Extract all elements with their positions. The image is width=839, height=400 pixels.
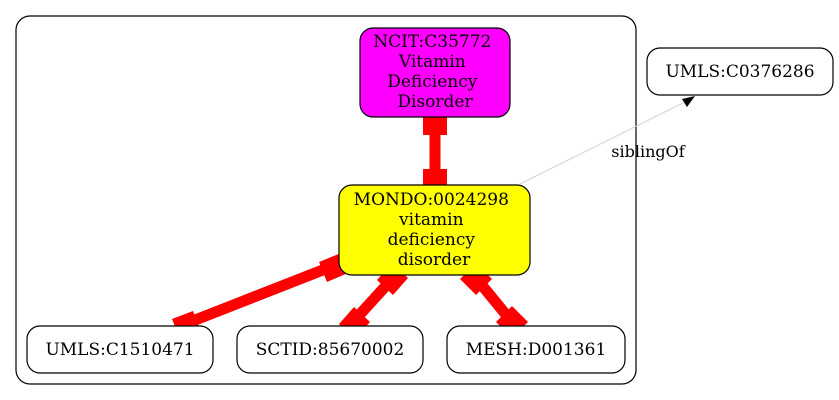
node-mondo-line-4: disorder: [398, 250, 471, 270]
node-ncit-line-3: Deficiency: [387, 72, 478, 92]
node-umls-outside-label: UMLS:C0376286: [665, 62, 814, 82]
sibling-edge: [519, 96, 695, 185]
cluster-box: [15, 15, 637, 385]
node-mondo[interactable]: MONDO:0024298 vitamin deficiency disorde…: [338, 184, 531, 276]
sibling-edge-label: siblingOf: [611, 142, 685, 161]
svg-text:NCIT:C35772 Vitamin: NCIT:C35772 Vitamin Deficiency Disorder: [373, 32, 497, 112]
edge-ncit-mondo-end-top: [423, 113, 447, 135]
node-ncit-line-1: NCIT:C35772: [373, 32, 491, 52]
node-ncit-line-4: Disorder: [397, 92, 473, 112]
node-ncit-line-2: Vitamin: [398, 52, 466, 72]
node-mondo-line-1: MONDO:0024298: [354, 190, 509, 210]
node-mesh-label: MESH:D001361: [466, 340, 607, 360]
svg-text:MONDO:0024298 vitamin: MONDO:0024298 vitamin deficiency disorde…: [354, 190, 515, 270]
node-umls-outside[interactable]: UMLS:C0376286: [646, 47, 834, 96]
node-ncit[interactable]: NCIT:C35772 Vitamin Deficiency Disorder: [359, 27, 511, 118]
node-sctid-label: SCTID:85670002: [256, 340, 405, 360]
node-mondo-line-3: deficiency: [388, 230, 476, 250]
sibling-arrowhead: [682, 96, 695, 107]
node-mesh[interactable]: MESH:D001361: [446, 325, 626, 374]
node-umls-inside[interactable]: UMLS:C1510471: [26, 325, 214, 374]
node-mondo-line-2: vitamin: [398, 210, 464, 230]
node-umls-inside-label: UMLS:C1510471: [45, 340, 194, 360]
node-sctid[interactable]: SCTID:85670002: [236, 325, 424, 374]
